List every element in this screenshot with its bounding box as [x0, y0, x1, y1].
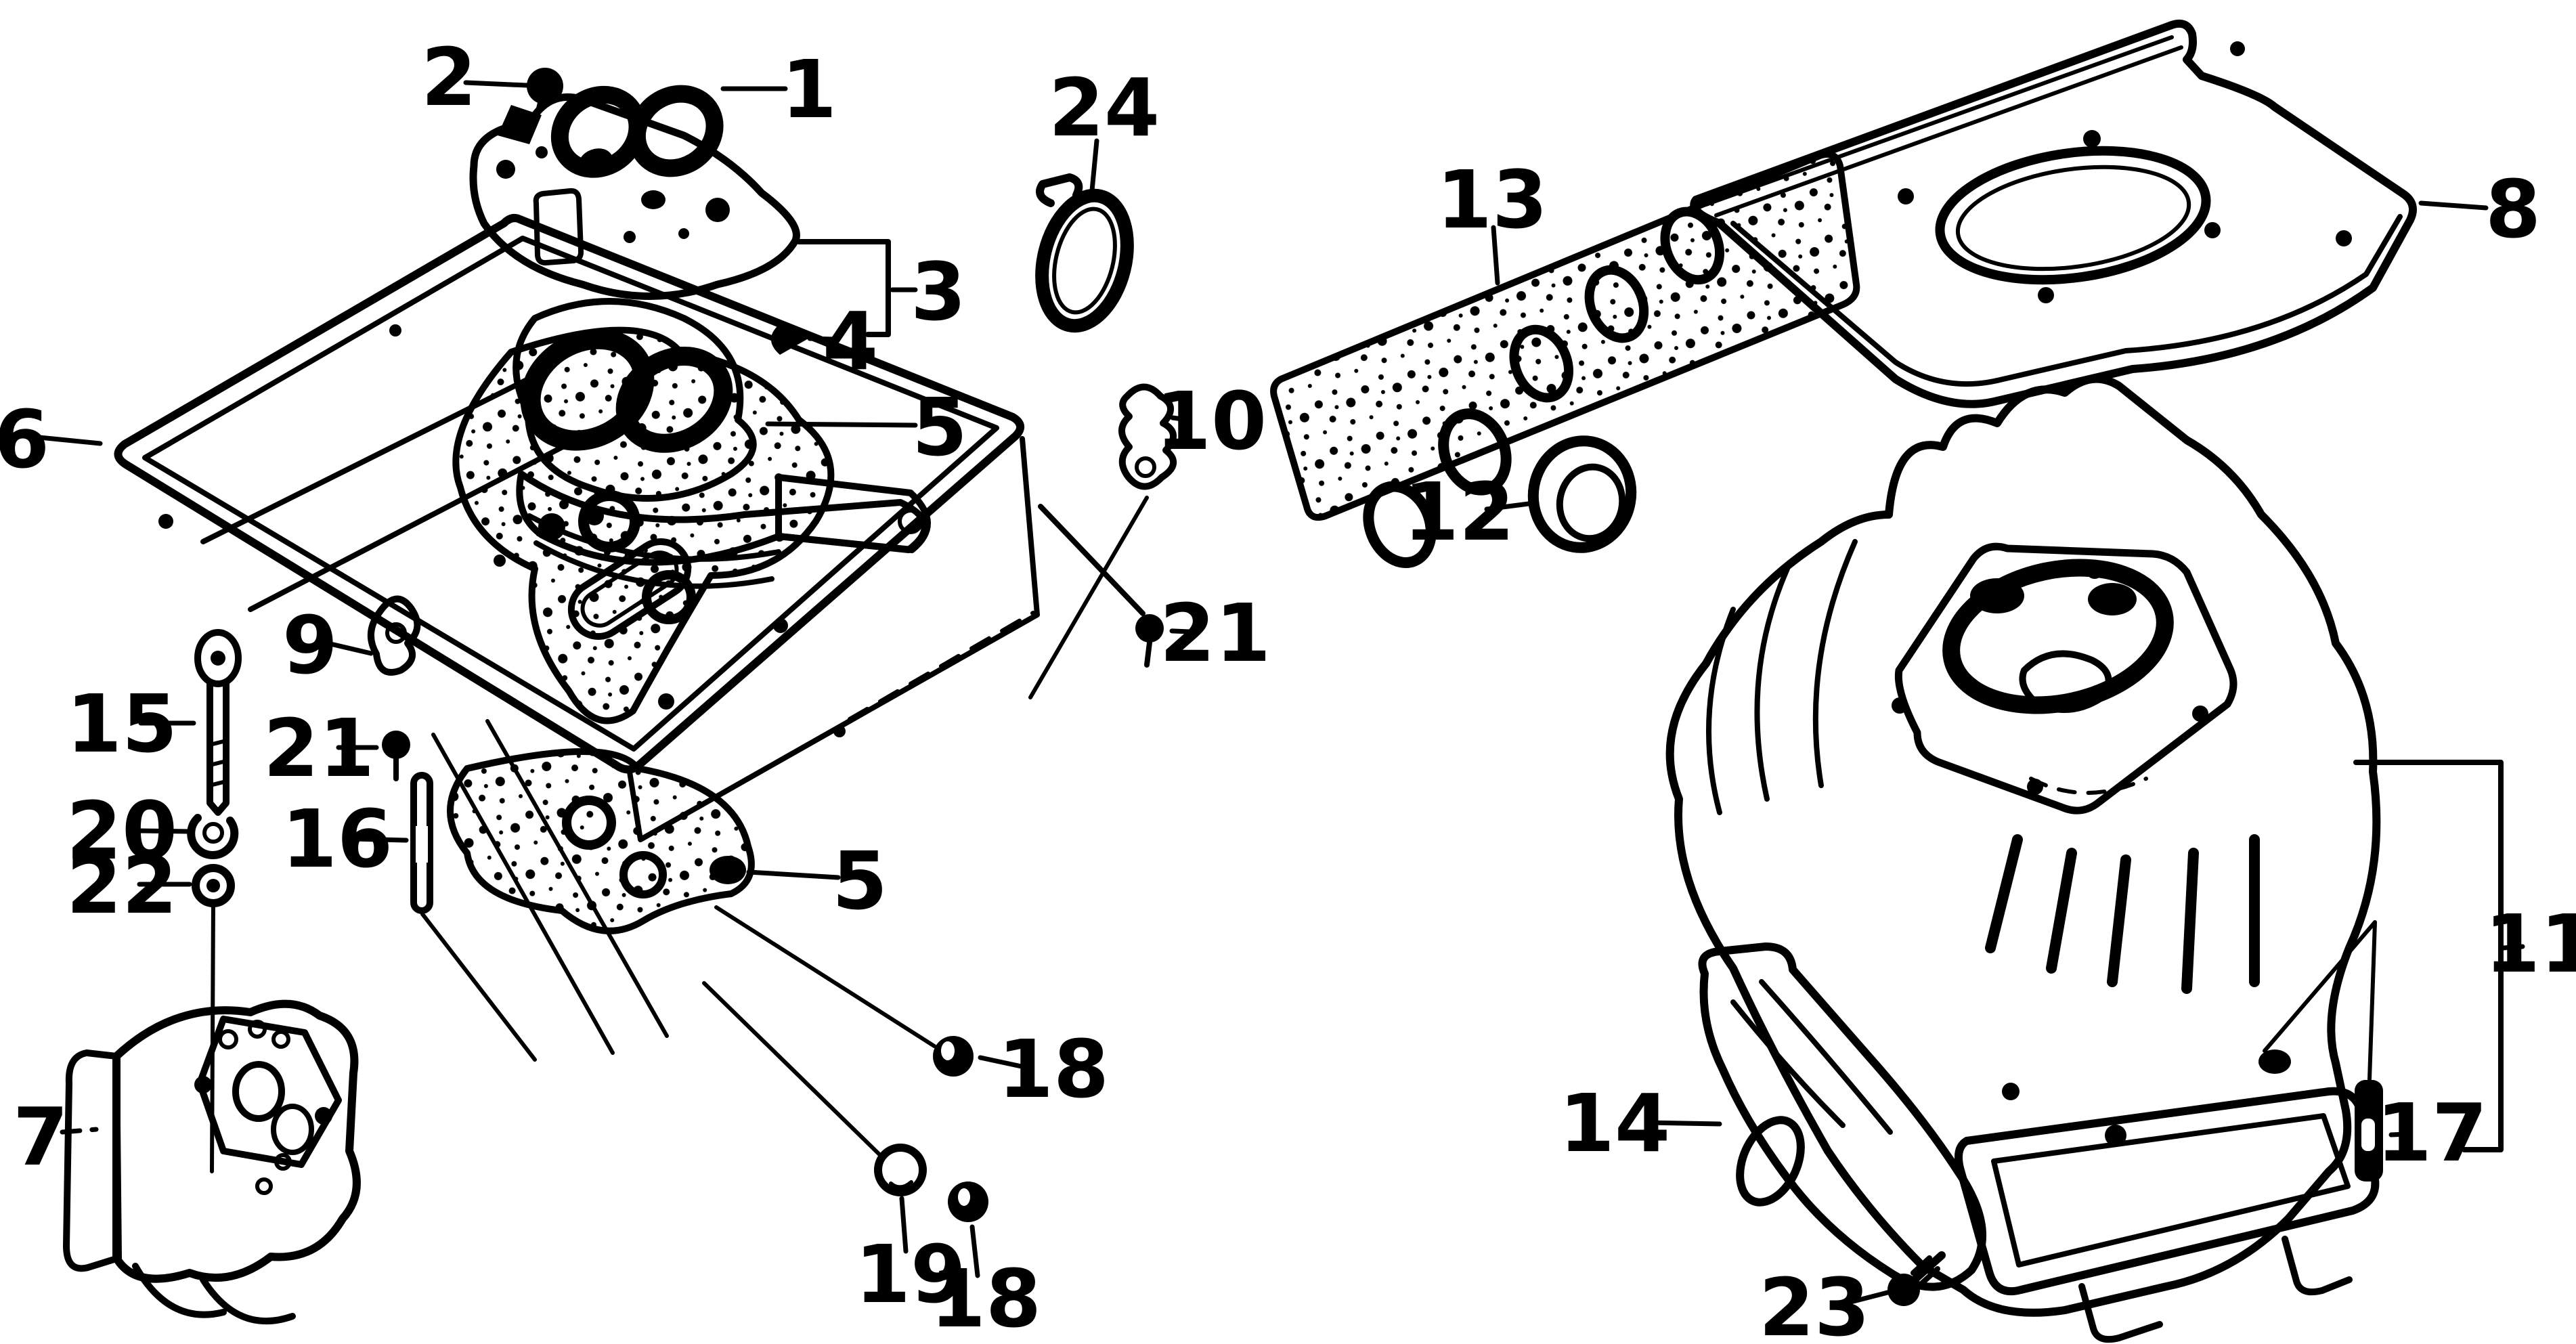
leader-line-c8	[2418, 200, 2489, 211]
leader-line-c6	[37, 435, 103, 446]
leader-line-c18l	[969, 1224, 980, 1278]
heat-shield-14-shape	[1698, 942, 1986, 1291]
gasket-5-lower-shape	[447, 748, 755, 934]
clamp-ring-24-shape	[1035, 173, 1134, 333]
gasket-13-shape	[1270, 150, 1860, 568]
bracket-11-lines	[2353, 760, 2504, 1152]
projection-lines-left	[431, 719, 936, 1157]
wire-clip-9-shape	[367, 595, 421, 676]
washer-19-shape	[874, 1144, 927, 1196]
manifold-11-shape	[1665, 374, 2381, 1317]
callout-c23: 23	[1759, 1261, 1870, 1344]
leader-line-c11	[2501, 944, 2525, 951]
callout-c14: 14	[1559, 1077, 1670, 1170]
callout-c15: 15	[66, 677, 177, 771]
callout-c24: 24	[1049, 61, 1160, 154]
manifold-7-shape	[63, 999, 361, 1325]
callout-c2: 2	[421, 30, 477, 124]
bolt-17-shape	[2263, 920, 2383, 1182]
screw-23-shape	[1887, 1251, 1946, 1306]
washer-22-shape	[192, 864, 235, 907]
manifold-bottom-flange-shape	[1955, 1087, 2380, 1343]
leader-line-c10	[1170, 415, 1190, 422]
bracket-3-lines	[796, 239, 891, 337]
callout-c9: 9	[282, 599, 338, 692]
leader-line-c5u	[765, 421, 918, 428]
callout-c6: 6	[0, 393, 49, 486]
callout-c13: 13	[1437, 153, 1548, 246]
callout-c12: 12	[1403, 465, 1514, 559]
callout-c5l: 5	[832, 834, 888, 928]
washer-20-shape	[187, 814, 239, 859]
leader-line-c7	[60, 1127, 99, 1135]
screw-21-left-shape	[382, 731, 410, 781]
callout-c4: 4	[823, 295, 878, 388]
callout-c11: 11	[2485, 897, 2576, 991]
leader-line-c19	[899, 1196, 909, 1254]
gasket-5-upper-shape	[452, 326, 835, 724]
leader-line-c12	[1484, 501, 1531, 512]
leader-line-c13	[1491, 225, 1500, 286]
leader-line-c2	[463, 80, 529, 88]
leader-line-c21r	[1157, 628, 1192, 634]
bolt-15-shape	[194, 629, 242, 816]
callout-c16: 16	[282, 792, 393, 886]
callout-c18l: 18	[930, 1252, 1041, 1344]
insulator-cover-shape	[469, 93, 800, 300]
gasket-1-shape	[550, 85, 724, 178]
callout-c19: 19	[855, 1228, 966, 1321]
callout-c7: 7	[13, 1090, 68, 1184]
callout-c21r: 21	[1160, 586, 1271, 680]
callout-c21l: 21	[263, 701, 374, 795]
callout-c18u: 18	[998, 1022, 1109, 1116]
callout-c22: 22	[66, 838, 177, 932]
wire-holder-10-shape	[1028, 383, 1177, 699]
callout-c17: 17	[2376, 1086, 2487, 1179]
callout-c1: 1	[781, 43, 837, 136]
callout-c8: 8	[2485, 162, 2541, 256]
callout-c3: 3	[911, 245, 966, 339]
nut-18-upper-shape	[933, 1036, 974, 1077]
heat-shield-8-shape	[1690, 20, 2417, 408]
nut-18-lower-shape	[948, 1182, 988, 1222]
leader-line-c5l	[746, 869, 841, 880]
callout-c20: 20	[66, 784, 177, 877]
callout-c5u: 5	[912, 381, 967, 474]
leader-line-c9	[325, 641, 374, 656]
seal-ring-12-shape	[1527, 435, 1637, 553]
leader-line-c14	[1645, 1120, 1722, 1127]
bolt-4-tip-shape	[770, 326, 808, 355]
leader-line-c16	[352, 836, 409, 843]
leader-line-c18u	[978, 1055, 1030, 1070]
callout-c10: 10	[1156, 374, 1267, 468]
screw-21-right-shape	[1038, 504, 1164, 668]
leader-line-c24	[1089, 138, 1099, 200]
stud-16-shape	[410, 772, 537, 1062]
leader-line-c17	[2388, 1131, 2410, 1137]
leader-line-c23	[1843, 1289, 1893, 1306]
